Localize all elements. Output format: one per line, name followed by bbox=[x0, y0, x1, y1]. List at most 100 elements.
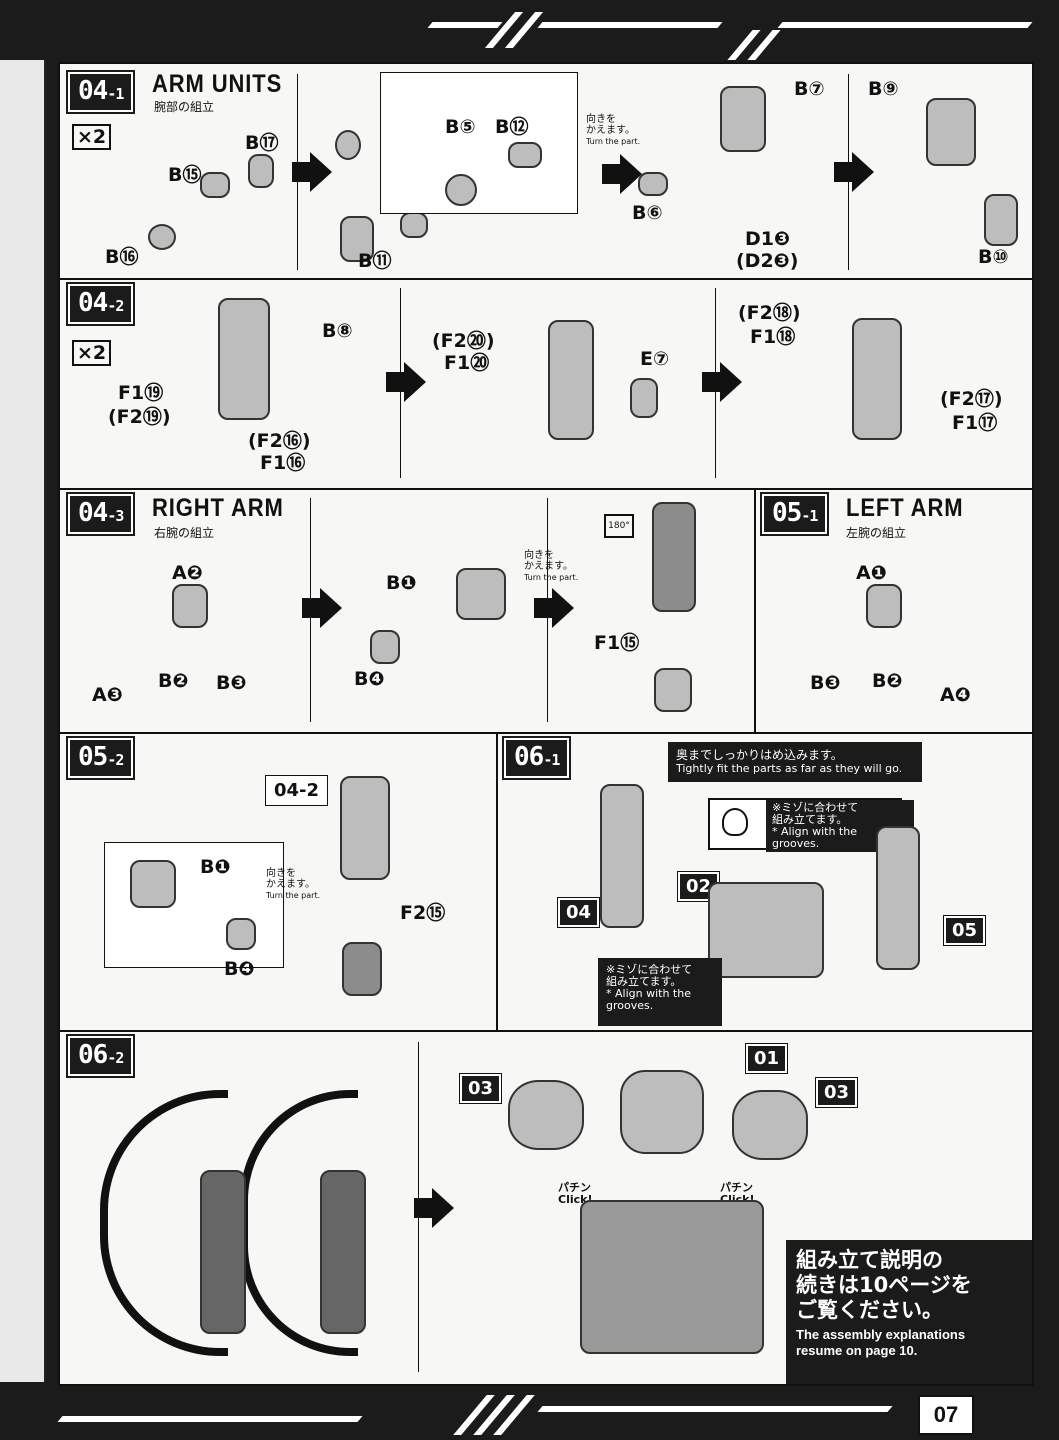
divider bbox=[496, 732, 498, 1030]
step-arrow bbox=[302, 588, 342, 628]
part-shape bbox=[340, 216, 374, 262]
bottom-frame bbox=[0, 1380, 1059, 1440]
part-shape bbox=[508, 142, 542, 168]
top-frame bbox=[0, 0, 1059, 60]
part-shape bbox=[652, 502, 696, 612]
panel-04-1: 04-1 ARM UNITS 腕部の組立 ×2 B⑰ B⑮ B⑯ B⑪ B⑤ B… bbox=[60, 64, 1032, 280]
part-label: E⑦ bbox=[640, 348, 670, 370]
part-shape bbox=[732, 1090, 808, 1160]
step-badge: 06-2 bbox=[65, 1034, 136, 1078]
part-tag: 03 bbox=[458, 1073, 503, 1104]
panel-04-2: 04-2 ×2 B⑧ F1⑲ (F2⑲) (F2⑯) F1⑯ (F2⑳) F1⑳… bbox=[60, 278, 1032, 490]
part-tag: 04 bbox=[556, 897, 601, 928]
part-shape bbox=[200, 172, 230, 198]
part-shape bbox=[630, 378, 658, 418]
part-shape bbox=[200, 1170, 246, 1334]
step-badge: 06-1 bbox=[501, 736, 572, 780]
multiplier: ×2 bbox=[72, 124, 112, 150]
panel-subtitle: 右腕の組立 bbox=[154, 526, 215, 540]
part-label: F1⑯ bbox=[260, 452, 306, 474]
part-shape bbox=[720, 86, 766, 152]
panel-title: LEFT ARM bbox=[846, 494, 964, 522]
part-shape bbox=[580, 1200, 764, 1354]
part-label: (D2❸) bbox=[736, 250, 799, 272]
instruction-sheet: 04-1 ARM UNITS 腕部の組立 ×2 B⑰ B⑮ B⑯ B⑪ B⑤ B… bbox=[58, 62, 1034, 1386]
part-shape bbox=[172, 584, 208, 628]
part-label: (F2⑳) bbox=[432, 330, 495, 352]
panel-subtitle: 腕部の組立 bbox=[154, 100, 215, 114]
part-label: B⑪ bbox=[358, 250, 392, 272]
callout-box bbox=[104, 842, 284, 968]
part-shape bbox=[340, 776, 390, 880]
part-label: B❸ bbox=[810, 672, 841, 694]
turn-note: 向きを かえます。Turn the part. bbox=[586, 114, 641, 146]
ref-tag: 04-2 bbox=[264, 775, 329, 806]
step-badge: 04-3 bbox=[65, 492, 136, 536]
part-shape bbox=[508, 1080, 584, 1150]
part-shape bbox=[445, 174, 477, 206]
part-shape bbox=[248, 154, 274, 188]
part-shape bbox=[620, 1070, 704, 1154]
part-label: B❷ bbox=[872, 670, 903, 692]
part-shape bbox=[708, 882, 824, 978]
panel-05-2: 05-2 04-2 B❶ B❹ 向きを かえます。Turn the part. … bbox=[60, 732, 1032, 1032]
part-label: (F2⑱) bbox=[738, 302, 801, 324]
part-label: B⑯ bbox=[105, 246, 139, 268]
part-label: B⑦ bbox=[794, 78, 825, 100]
part-label: B❶ bbox=[200, 856, 231, 878]
panel-title: ARM UNITS bbox=[152, 70, 283, 98]
part-label: B❶ bbox=[386, 572, 417, 594]
part-label: B❸ bbox=[216, 672, 247, 694]
part-label: B⑮ bbox=[168, 164, 202, 186]
part-label: B⑧ bbox=[322, 320, 353, 342]
part-shape bbox=[335, 130, 361, 160]
divider bbox=[754, 488, 756, 732]
part-shape bbox=[400, 212, 428, 238]
part-tag: 01 bbox=[744, 1043, 789, 1074]
part-shape bbox=[226, 918, 256, 950]
part-label: B❷ bbox=[158, 670, 189, 692]
part-shape bbox=[876, 826, 920, 970]
part-label: F1⑱ bbox=[750, 326, 796, 348]
part-label: B⑤ bbox=[445, 116, 476, 138]
groove-note: ※ミゾに合わせて 組み立てます。 * Align with the groove… bbox=[598, 958, 722, 1026]
panel-04-3: 04-3 RIGHT ARM 右腕の組立 A❷ A❸ B❷ B❸ B❶ B❹ 向… bbox=[60, 488, 1032, 734]
part-shape bbox=[370, 630, 400, 664]
rotate-180-icon: 180° bbox=[604, 514, 634, 538]
step-arrow bbox=[414, 1188, 454, 1228]
part-label: D1❸ bbox=[745, 228, 791, 250]
step-badge: 04-2 bbox=[65, 282, 136, 326]
part-shape bbox=[600, 784, 644, 928]
part-label: B⑩ bbox=[978, 246, 1009, 268]
step-badge: 04-1 bbox=[65, 70, 136, 114]
turn-note: 向きを かえます。Turn the part. bbox=[524, 550, 579, 582]
part-shape bbox=[638, 172, 668, 196]
step-arrow bbox=[602, 154, 642, 194]
part-label: (F2⑲) bbox=[108, 406, 171, 428]
part-label: B⑰ bbox=[245, 132, 279, 154]
part-shape bbox=[130, 860, 176, 908]
lightbulb-icon bbox=[722, 808, 748, 836]
part-shape bbox=[852, 318, 902, 440]
part-label: B⑨ bbox=[868, 78, 899, 100]
groove-note: ※ミゾに合わせて 組み立てます。 * Align with the groove… bbox=[708, 798, 914, 852]
step-arrow bbox=[386, 362, 426, 402]
part-shape bbox=[148, 224, 176, 250]
part-shape bbox=[342, 942, 382, 996]
part-shape bbox=[320, 1170, 366, 1334]
tight-fit-note: 奥までしっかりはめ込みます。 Tightly fit the parts as … bbox=[668, 742, 922, 782]
panel-title: RIGHT ARM bbox=[152, 494, 284, 522]
part-shape bbox=[654, 668, 692, 712]
part-label: A❶ bbox=[856, 562, 887, 584]
part-shape bbox=[456, 568, 506, 620]
part-label: A❹ bbox=[940, 684, 971, 706]
part-label: F1⑳ bbox=[444, 352, 490, 374]
part-label: B❹ bbox=[224, 958, 255, 980]
part-shape bbox=[218, 298, 270, 420]
step-badge: 05-1 bbox=[759, 492, 830, 536]
panel-subtitle: 左腕の組立 bbox=[846, 526, 907, 540]
step-arrow bbox=[834, 152, 874, 192]
part-label: (F2⑰) bbox=[940, 388, 1003, 410]
part-shape bbox=[984, 194, 1018, 246]
